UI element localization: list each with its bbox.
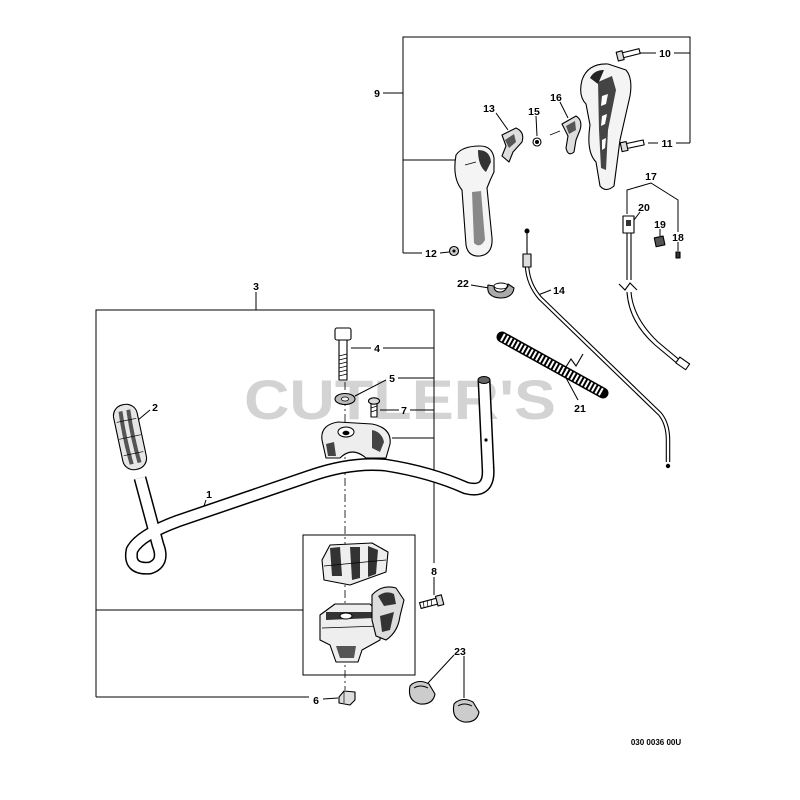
part-label-4: 4: [374, 343, 380, 355]
clamp-top-piece: [321, 421, 391, 459]
part-label-21: 21: [574, 403, 586, 415]
part-7-screw: [367, 397, 381, 418]
part-label-15: 15: [528, 106, 540, 118]
part-4-bolt: [334, 327, 352, 381]
part-17-stop-switch-wire: [618, 232, 691, 371]
part-6-nut: [338, 690, 356, 706]
part-15-spring: [532, 137, 542, 147]
part-label-20: 20: [638, 202, 650, 214]
part-1-handlebar: [124, 376, 495, 575]
part-label-2: 2: [152, 402, 158, 414]
part-label-17: 17: [645, 171, 657, 183]
watermark: CUTLER'S: [244, 368, 556, 431]
part-label-5: 5: [389, 373, 395, 385]
part-22-clip: [487, 282, 515, 299]
grip-left-half: [454, 145, 495, 257]
part-label-22: 22: [457, 278, 469, 290]
part-label-9: 9: [374, 88, 380, 100]
part-8-screw: [419, 594, 445, 610]
part-20-plate: [622, 215, 635, 234]
clamp-side-piece: [371, 586, 405, 641]
part-label-12: 12: [425, 248, 437, 260]
part-label-11: 11: [661, 138, 672, 150]
part-label-16: 16: [550, 92, 562, 104]
part-23-clip-right: [452, 698, 480, 723]
part-21-spiral-tube: [496, 331, 609, 399]
part-label-14: 14: [553, 285, 565, 297]
part-23-clip-left: [408, 680, 436, 705]
drawing-code: 030 0036 00U: [631, 738, 681, 747]
part-5-washer: [334, 392, 356, 406]
part-label-18: 18: [672, 232, 684, 244]
part-label-3: 3: [253, 281, 259, 293]
part-labels: 1 2 3 4 5 6 7 8 9 10 11 12 13 14 15 16 1…: [152, 48, 684, 707]
part-12-nut: [448, 245, 460, 257]
part-label-7: 7: [401, 405, 407, 417]
grip-right-half: [580, 63, 632, 191]
part-label-19: 19: [654, 219, 666, 231]
part-label-6: 6: [313, 695, 319, 707]
part-19-block: [653, 235, 666, 248]
part-label-13: 13: [483, 103, 495, 115]
part-16-trigger: [549, 115, 582, 155]
clamp-upper-piece: [321, 542, 389, 586]
part-13-lever: [501, 127, 524, 163]
part-2-grip: [112, 403, 148, 471]
part-label-10: 10: [659, 48, 671, 60]
part-18-pin: [675, 251, 681, 259]
part-11-screw: [619, 139, 645, 153]
part-label-8: 8: [431, 566, 437, 578]
part-10-screw: [615, 48, 641, 62]
part-label-23: 23: [454, 646, 466, 658]
part-14-throttle-cable: [522, 228, 671, 469]
clamp-lower-base: [319, 603, 383, 663]
part-label-1: 1: [206, 489, 212, 501]
